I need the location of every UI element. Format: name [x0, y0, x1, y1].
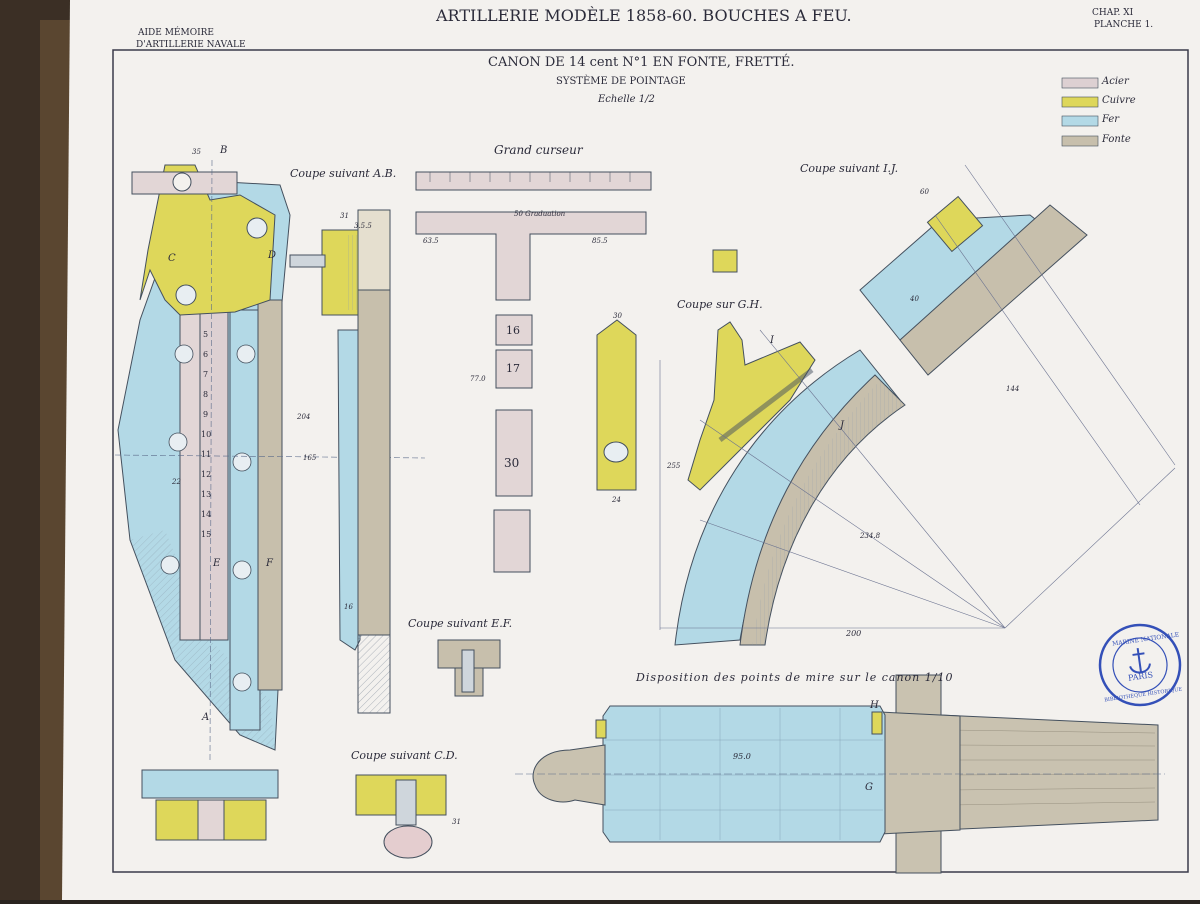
scale-number: 15: [201, 530, 212, 539]
dimension-label: 95.0: [733, 752, 751, 761]
scale-number: 13: [201, 490, 212, 499]
vertical-scale-bar-2: [199, 299, 229, 641]
label-coupe-ij: Coupe suivant I.J.: [800, 162, 899, 175]
scale-number: 6: [203, 350, 209, 359]
dimension-label: 31: [452, 818, 461, 826]
header-left-line2: D'ARTILLERIE NAVALE: [136, 40, 246, 50]
dimension-label: 31: [340, 212, 349, 220]
scale-number: 12: [201, 470, 212, 479]
dimension-label: 144: [1006, 385, 1020, 393]
letter-label: J: [840, 420, 845, 431]
section-ab-iron: [337, 329, 361, 651]
dimension-label: 85.5: [592, 237, 608, 245]
library-stamp: [1098, 623, 1182, 707]
section-bottom-left-iron: [141, 769, 279, 799]
dimension-label: 200: [846, 629, 862, 638]
dimension-label: 22: [172, 478, 181, 486]
header-left-line1: AIDE MÉMOIRE: [138, 28, 214, 38]
dimension-label: 63.5: [423, 237, 439, 245]
label-coupe-cd: Coupe suivant C.D.: [351, 749, 458, 762]
copper-cursor-head: [139, 164, 276, 316]
plate-title: CANON DE 14 cent N°1 EN FONTE, FRETTÉ.: [488, 55, 795, 70]
label-coupe-ef: Coupe suivant E.F.: [408, 617, 513, 630]
letter-label: B: [220, 145, 228, 156]
dimension-label: 234.8: [860, 532, 881, 540]
cannon-reinforce: [879, 711, 961, 835]
header-right-line2: PLANCHE 1.: [1094, 20, 1154, 30]
letter-label: F: [266, 558, 273, 569]
scale-number: 14: [201, 510, 212, 519]
letter-label: H: [870, 700, 879, 711]
scale-number: 7: [203, 370, 209, 379]
ruler-top: [415, 171, 652, 191]
header-right-line1: CHAP. XI: [1092, 8, 1134, 18]
section-ij-fonte: [899, 204, 1088, 376]
letter-label: E: [213, 558, 221, 569]
ruler-graduation-text: 50 Graduation: [514, 210, 566, 218]
dimension-label: 255: [667, 462, 681, 470]
t-cursor: [415, 211, 647, 301]
curseur-number: 30: [504, 456, 520, 470]
legend-swatch-acier: [1061, 77, 1099, 89]
dimension-label: 60: [920, 188, 929, 196]
dimension-label: 35: [192, 148, 201, 156]
legend-label-acier: Acier: [1102, 76, 1129, 87]
dimension-label: 165: [303, 454, 317, 462]
main-title: ARTILLERIE MODÈLE 1858-60. BOUCHES A FEU…: [436, 6, 852, 25]
dimension-label: 204: [297, 413, 311, 421]
scale-number: 8: [203, 390, 209, 399]
scale-number: 10: [201, 430, 212, 439]
label-grand-curseur: Grand curseur: [494, 143, 583, 157]
label-coupe-gh: Coupe sur G.H.: [677, 298, 763, 311]
label-disposition: Disposition des points de mire sur le ca…: [636, 671, 954, 684]
label-coupe-ab: Coupe suivant A.B.: [290, 167, 397, 180]
dimension-label: 30: [613, 312, 622, 320]
letter-label: D: [268, 250, 277, 261]
dimension-label: 16: [344, 603, 353, 611]
letter-label: A: [202, 712, 210, 723]
curseur-number: 16: [506, 324, 520, 337]
letter-label: G: [865, 782, 873, 793]
section-gh-copper-block: [596, 319, 637, 491]
fonte-strip: [257, 299, 283, 691]
legend-label-cuivre: Cuivre: [1102, 95, 1136, 106]
legend-label-fonte: Fonte: [1102, 134, 1131, 145]
cannon-barrel-tail: [939, 714, 1159, 831]
legend-swatch-cuivre: [1061, 96, 1099, 108]
plate-subtitle: SYSTÈME DE POINTAGE: [556, 76, 686, 87]
dimension-label: 24: [612, 496, 621, 504]
curseur-number: 17: [506, 362, 520, 375]
letter-label: C: [168, 253, 176, 264]
iron-strip: [229, 309, 261, 731]
legend-swatch-fer: [1061, 115, 1099, 127]
scale-number: 5: [203, 330, 209, 339]
drawing-frame: [112, 49, 1189, 873]
dimension-label: 77.0: [470, 375, 486, 383]
letter-label: I: [770, 335, 774, 346]
dimension-label: 3.5.5: [354, 222, 372, 230]
scale-number: 11: [201, 450, 212, 459]
scale-number: 9: [203, 410, 209, 419]
legend-label-fer: Fer: [1102, 114, 1120, 125]
plate-scale: Echelle 1/2: [598, 94, 655, 105]
cannon-cascabel: [532, 744, 606, 806]
cannon-breech-hoop: [602, 705, 886, 843]
legend-swatch-fonte: [1061, 135, 1099, 147]
dimension-label: 40: [910, 295, 919, 303]
